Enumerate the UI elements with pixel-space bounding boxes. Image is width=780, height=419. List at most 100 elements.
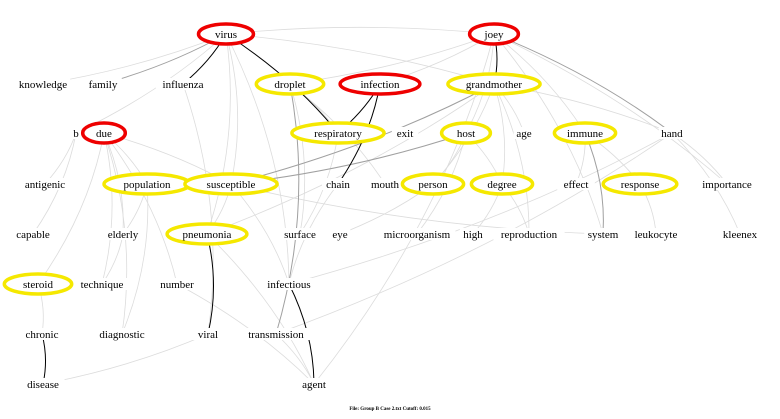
node-agent[interactable]: agent: [298, 378, 330, 391]
node-joey[interactable]: joey: [467, 22, 521, 46]
yellow-ring-marker: [601, 172, 679, 196]
node-label: elderly: [108, 229, 139, 241]
node-label: capable: [16, 229, 50, 241]
edge-virus-knowledge: [42, 33, 227, 85]
edge-virus-susceptible: [225, 33, 239, 185]
edge-elderly-technique: [101, 233, 124, 285]
label-background: [378, 228, 456, 240]
node-leukocyte[interactable]: leukocyte: [628, 228, 684, 241]
node-person[interactable]: person: [400, 172, 466, 196]
node-age[interactable]: age: [513, 127, 535, 140]
node-label: surface: [284, 229, 316, 241]
node-mouth[interactable]: mouth: [369, 178, 401, 191]
node-label: agent: [302, 379, 326, 391]
yellow-ring-marker: [290, 121, 386, 145]
edge-chronic-disease: [41, 333, 46, 385]
node-host[interactable]: host: [439, 121, 493, 145]
label-background: [391, 127, 419, 139]
node-microorganism[interactable]: microorganism: [378, 228, 456, 241]
node-antigenic[interactable]: antigenic: [17, 178, 73, 191]
node-label: person: [418, 179, 448, 191]
node-grandmother[interactable]: grandmother: [446, 72, 542, 96]
node-label: chronic: [26, 329, 59, 341]
node-label: influenza: [163, 79, 204, 91]
label-background: [697, 178, 757, 190]
edge-grandmother-pneumonia: [206, 83, 495, 235]
node-infectious[interactable]: infectious: [259, 278, 319, 291]
label-background: [17, 178, 73, 190]
node-label: infectious: [267, 279, 310, 291]
node-response[interactable]: response: [601, 172, 679, 196]
node-label: eye: [332, 229, 347, 241]
node-virus[interactable]: virus: [196, 22, 256, 46]
node-transmission[interactable]: transmission: [240, 328, 312, 341]
node-capable[interactable]: capable: [11, 228, 55, 241]
node-droplet[interactable]: droplet: [254, 72, 326, 96]
node-kleenex[interactable]: kleenex: [718, 228, 762, 241]
node-degree[interactable]: degree: [469, 172, 535, 196]
node-knowledge[interactable]: knowledge: [15, 78, 71, 91]
edge-due-technique: [101, 132, 113, 285]
node-pneumonia[interactable]: pneumonia: [165, 222, 249, 246]
node-chronic[interactable]: chronic: [20, 328, 64, 341]
node-elderly[interactable]: elderly: [101, 228, 145, 241]
node-high[interactable]: high: [459, 228, 487, 241]
node-label: joey: [484, 29, 504, 41]
node-reproduction[interactable]: reproduction: [493, 228, 565, 241]
node-b[interactable]: b: [71, 127, 81, 140]
node-susceptible[interactable]: susceptible: [183, 172, 279, 196]
node-infection[interactable]: infection: [338, 72, 422, 96]
node-label: effect: [564, 179, 589, 191]
node-label: infection: [360, 79, 400, 91]
node-label: diagnostic: [99, 329, 144, 341]
node-exit[interactable]: exit: [391, 127, 419, 140]
node-label: importance: [702, 179, 752, 191]
node-due[interactable]: due: [80, 121, 128, 145]
edge-grandmother-reproduction: [493, 83, 530, 235]
node-label: technique: [81, 279, 124, 291]
node-label: transmission: [248, 329, 304, 341]
node-system[interactable]: system: [584, 228, 622, 241]
node-label: number: [160, 279, 194, 291]
node-label: exit: [397, 128, 414, 140]
node-label: mouth: [371, 179, 400, 191]
node-label: hand: [661, 128, 683, 140]
node-technique[interactable]: technique: [74, 278, 130, 291]
edge-joey-hand: [493, 33, 673, 134]
label-background: [557, 178, 595, 190]
node-disease[interactable]: disease: [21, 378, 65, 391]
node-respiratory[interactable]: respiratory: [290, 121, 386, 145]
node-chain[interactable]: chain: [322, 178, 354, 191]
edge-grandmother-degree: [493, 83, 506, 185]
node-eye[interactable]: eye: [329, 228, 351, 241]
node-immune[interactable]: immune: [552, 121, 618, 145]
node-population[interactable]: population: [102, 172, 192, 196]
label-background: [369, 178, 401, 190]
node-viral[interactable]: viral: [192, 328, 224, 341]
red-ring-marker: [467, 22, 521, 46]
node-diagnostic[interactable]: diagnostic: [92, 328, 152, 341]
node-label: virus: [215, 29, 237, 41]
edge-pneumonia-agent: [206, 233, 315, 385]
node-label: host: [457, 128, 475, 140]
edge-droplet-surface: [289, 83, 306, 235]
node-surface[interactable]: surface: [278, 228, 322, 241]
label-background: [513, 127, 535, 139]
node-effect[interactable]: effect: [557, 178, 595, 191]
node-influenza[interactable]: influenza: [155, 78, 211, 91]
node-importance[interactable]: importance: [697, 178, 757, 191]
node-number[interactable]: number: [158, 278, 196, 291]
node-label: antigenic: [25, 179, 65, 191]
edge-virus-pneumonia: [206, 33, 231, 235]
label-background: [259, 278, 319, 290]
edge-due-steroid: [37, 132, 105, 285]
node-hand[interactable]: hand: [658, 127, 686, 140]
label-background: [718, 228, 762, 240]
node-label: leukocyte: [635, 229, 678, 241]
node-family[interactable]: family: [84, 78, 122, 91]
node-label: disease: [27, 379, 59, 391]
label-background: [74, 278, 130, 290]
node-label: knowledge: [19, 79, 67, 91]
node-steroid[interactable]: steroid: [2, 272, 74, 296]
node-label: susceptible: [207, 179, 256, 191]
